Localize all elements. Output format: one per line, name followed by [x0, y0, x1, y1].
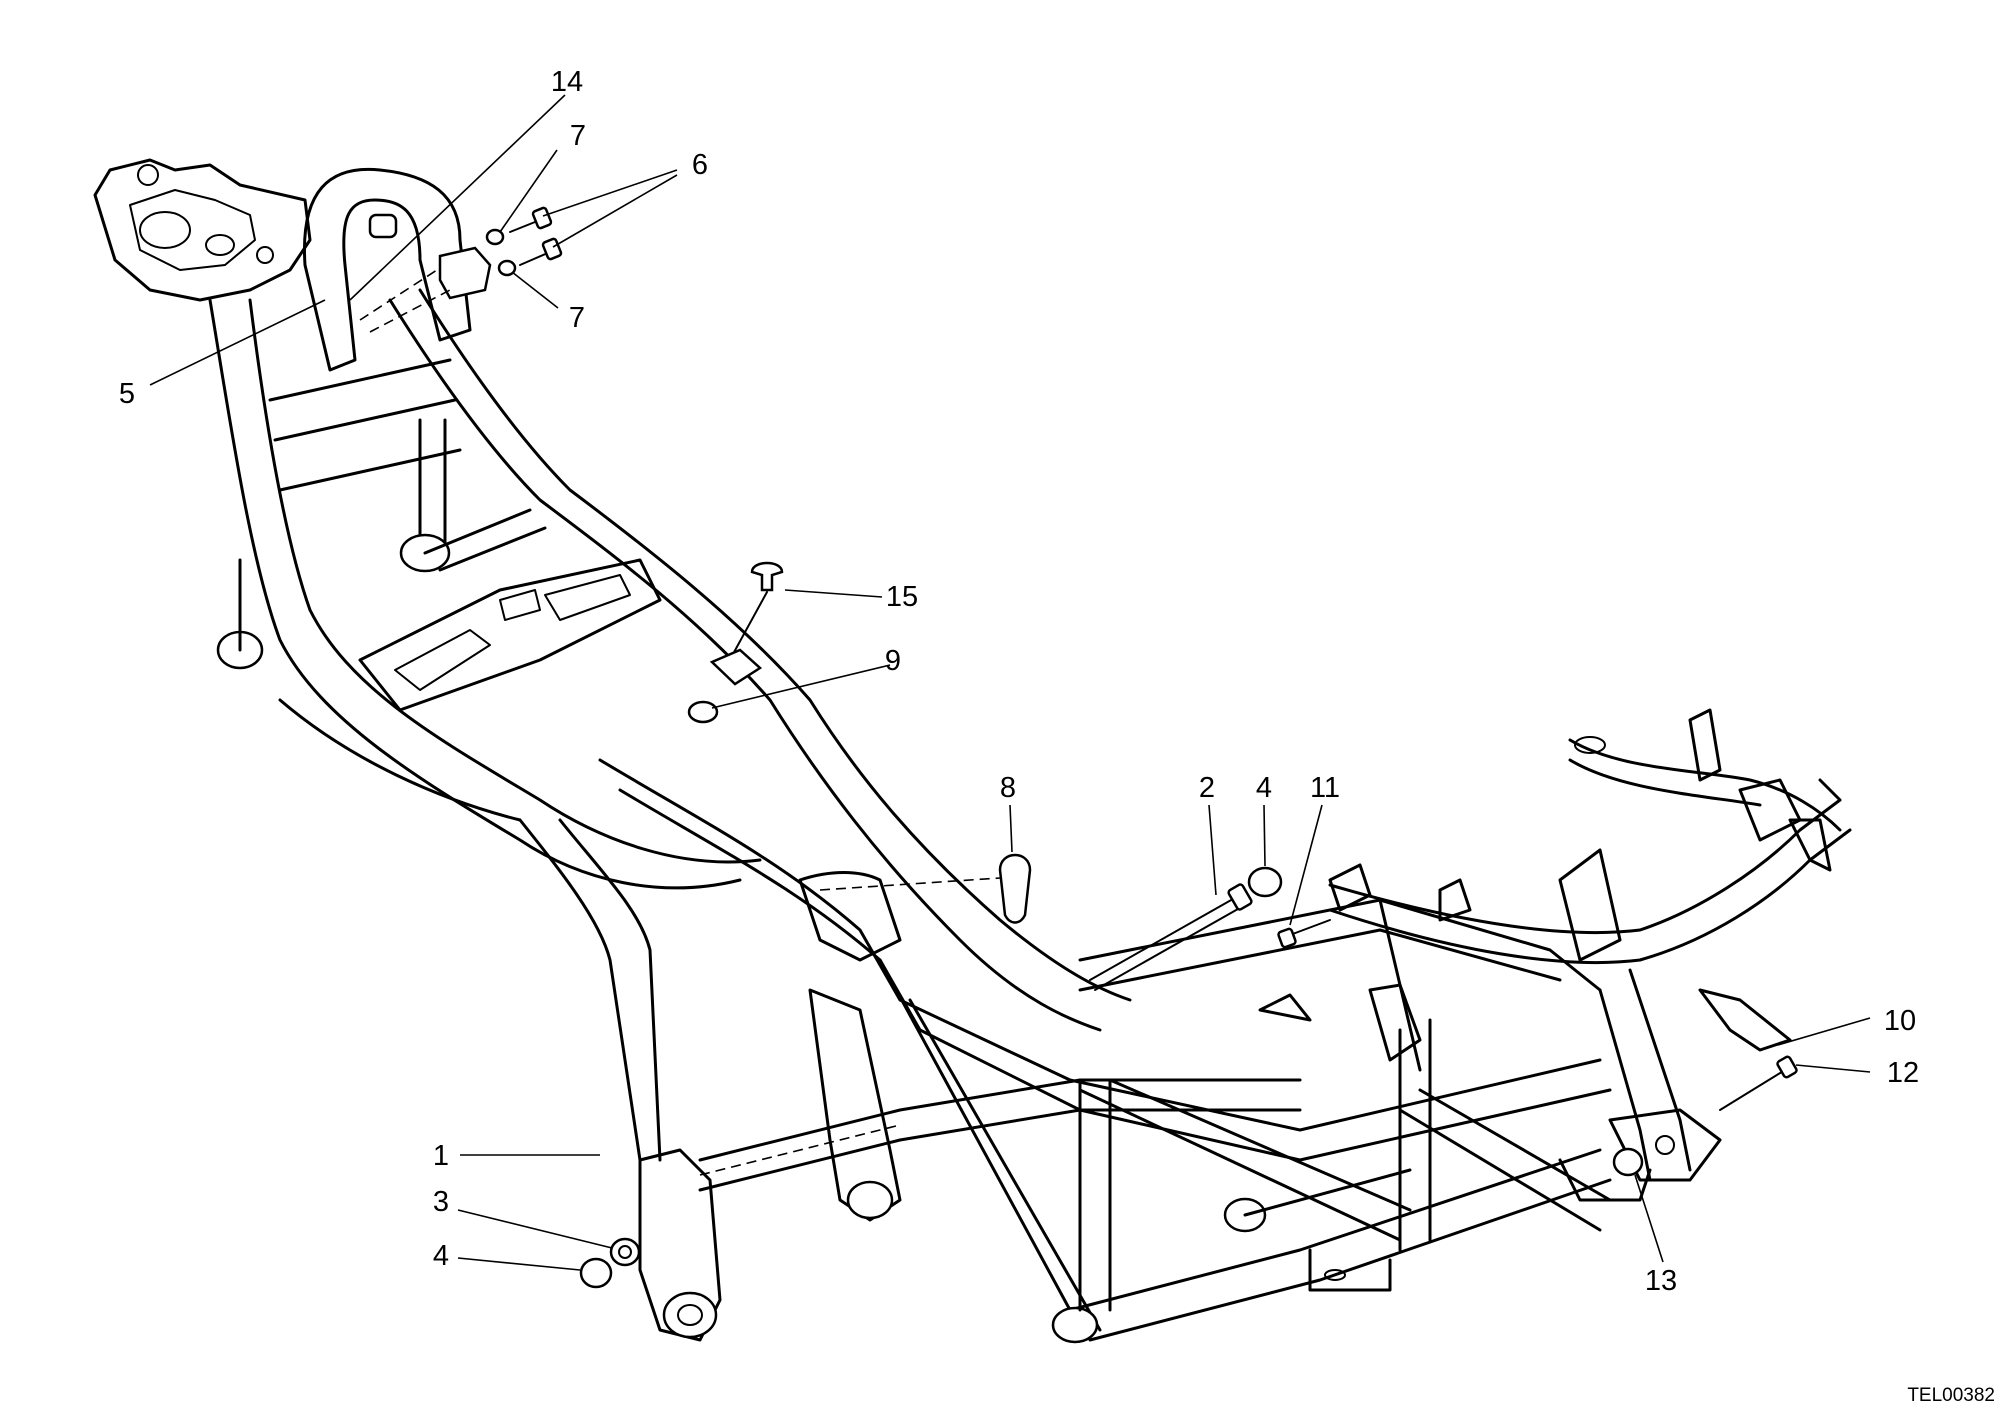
- leader-lines: [149, 94, 1871, 1271]
- leader-6b: [552, 174, 678, 248]
- leader-8: [1009, 804, 1013, 853]
- callout-4-upper: 4: [1256, 772, 1272, 804]
- callout-12: 12: [1887, 1057, 1919, 1089]
- callout-7-lower: 7: [569, 302, 585, 334]
- callout-10: 10: [1884, 1005, 1916, 1037]
- motorcycle-frame: [93, 158, 1852, 1344]
- leader-10: [1777, 1017, 1871, 1046]
- leader-9: [711, 664, 891, 709]
- leader-6a: [542, 169, 678, 217]
- callout-labels: 14 7 6 7 5 15 9 8 2 4 11 10 12 13 1 3 4: [119, 66, 1919, 1297]
- drawing-code: TEL00382: [1907, 1385, 1995, 1406]
- leader-4b: [457, 1257, 581, 1271]
- callout-1: 1: [433, 1140, 449, 1172]
- callout-14: 14: [551, 66, 583, 98]
- callout-15: 15: [886, 581, 918, 613]
- callout-3: 3: [433, 1186, 449, 1218]
- leader-7b: [511, 271, 559, 309]
- callout-9: 9: [885, 645, 901, 677]
- leader-2: [1208, 804, 1217, 896]
- leader-15: [784, 589, 883, 598]
- callout-5: 5: [119, 378, 135, 410]
- callout-6: 6: [692, 149, 708, 181]
- callout-8: 8: [1000, 772, 1016, 804]
- leader-7a: [499, 149, 558, 233]
- callout-7-upper: 7: [570, 120, 586, 152]
- leader-13: [1634, 1174, 1664, 1263]
- callout-2: 2: [1199, 772, 1215, 804]
- leader-5: [149, 299, 326, 386]
- callout-11: 11: [1310, 772, 1340, 804]
- leader-4a: [1263, 804, 1266, 867]
- leader-3: [457, 1209, 613, 1249]
- loose-parts: [359, 206, 1798, 1289]
- leader-11: [1289, 804, 1323, 926]
- callout-13: 13: [1645, 1265, 1677, 1297]
- leader-12: [1795, 1064, 1871, 1073]
- callout-4-lower: 4: [433, 1240, 449, 1272]
- leader-14: [349, 94, 566, 301]
